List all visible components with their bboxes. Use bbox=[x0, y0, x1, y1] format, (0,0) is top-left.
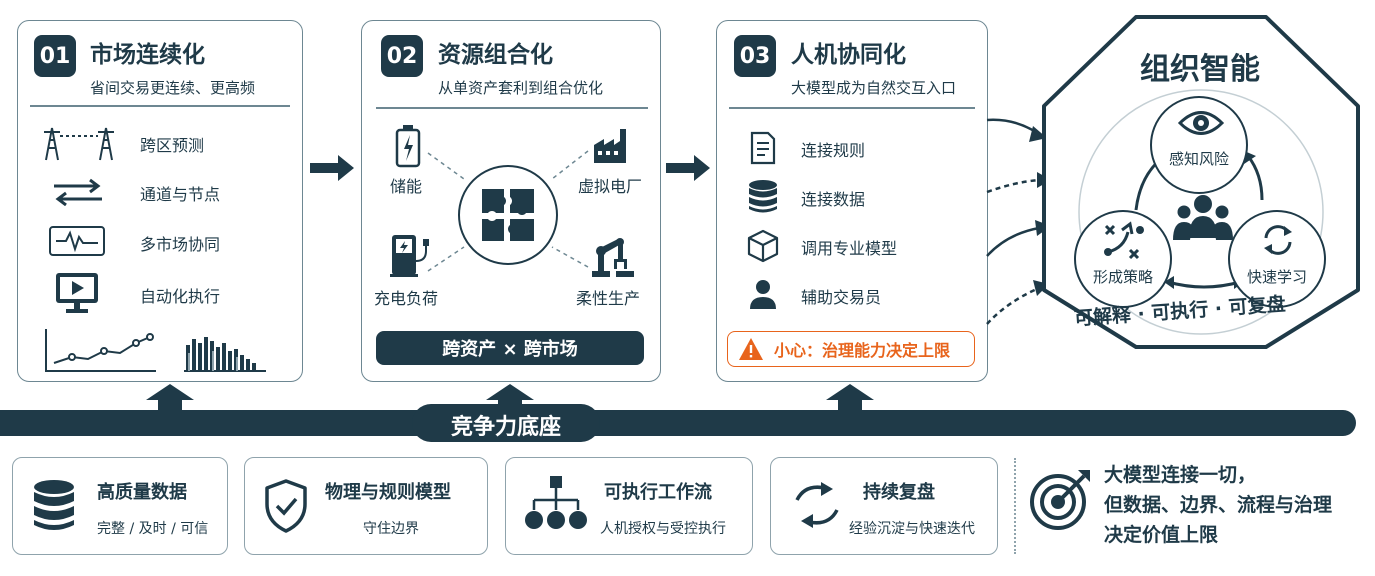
card-subtitle: 省间交易更连续、更高频 bbox=[90, 79, 256, 97]
item-label: 调用专业模型 bbox=[801, 239, 898, 258]
database-icon bbox=[34, 480, 74, 530]
play-monitor-icon bbox=[56, 273, 98, 313]
node-label: 形成策略 bbox=[1092, 268, 1153, 286]
team-icon bbox=[1173, 195, 1233, 240]
person-icon bbox=[750, 280, 776, 309]
bar-histogram-icon bbox=[184, 337, 266, 372]
flow-arrow-icon bbox=[310, 155, 354, 181]
bottom-card-subtitle: 经验沉淀与快速迭代 bbox=[849, 521, 975, 537]
puzzle-icon bbox=[482, 189, 534, 241]
shield-check-icon bbox=[265, 479, 307, 533]
charger-icon bbox=[390, 235, 429, 277]
card-title: 资源组合化 bbox=[438, 42, 553, 68]
item-label: 连接规则 bbox=[801, 141, 866, 160]
card-resource-portfolio: 02 资源组合化 从单资产套利到组合优化 储能 虚拟电厂 bbox=[361, 20, 661, 382]
card-number: 01 bbox=[34, 35, 76, 77]
eye-icon bbox=[1178, 111, 1224, 135]
item-label: 多市场协同 bbox=[140, 235, 221, 254]
factory-icon bbox=[594, 129, 626, 163]
vertical-divider bbox=[1014, 458, 1016, 554]
refresh-icon bbox=[1264, 225, 1292, 255]
conclusion-text: 大模型连接一切， 但数据、边界、流程与治理 决定价值上限 bbox=[1104, 460, 1332, 550]
puzzle-hub bbox=[458, 165, 558, 265]
node-perceive-risk: 感知风险 bbox=[1150, 96, 1248, 194]
card-number: 03 bbox=[734, 35, 776, 77]
item-label: 跨区预测 bbox=[140, 136, 205, 155]
bottom-card-title: 持续复盘 bbox=[863, 482, 935, 503]
card-title: 人机协同化 bbox=[791, 42, 906, 68]
bottom-card-physical-rules: 物理与规则模型 守住边界 bbox=[244, 457, 488, 555]
item-label: 充电负荷 bbox=[374, 289, 439, 308]
card-subtitle: 从单资产套利到组合优化 bbox=[438, 79, 604, 97]
target-icon bbox=[1030, 470, 1090, 530]
item-label: 通道与节点 bbox=[140, 185, 221, 204]
divider bbox=[30, 105, 290, 107]
line-trend-icon bbox=[45, 329, 156, 372]
node-label: 感知风险 bbox=[1168, 150, 1229, 168]
bottom-card-title: 物理与规则模型 bbox=[325, 482, 451, 503]
governance-warning: 小心：治理能力决定上限 bbox=[727, 331, 975, 367]
node-label: 快速学习 bbox=[1246, 268, 1307, 286]
card-human-machine: 03 人机协同化 大模型成为自然交互入口 连接规则 连接数据 调用专业模型 辅助… bbox=[716, 20, 988, 382]
divider bbox=[729, 107, 975, 109]
database-icon bbox=[749, 180, 777, 213]
bottom-card-subtitle: 完整 / 及时 / 可信 bbox=[97, 521, 209, 537]
warning-text: 小心：治理能力决定上限 bbox=[774, 341, 951, 360]
item-label: 储能 bbox=[390, 177, 423, 196]
org-title: 组织智能 bbox=[1140, 52, 1260, 87]
cycle-arrows-icon bbox=[795, 482, 839, 528]
bottom-card-title: 高质量数据 bbox=[97, 482, 187, 503]
exchange-arrows-icon bbox=[54, 178, 102, 206]
card-number: 02 bbox=[381, 35, 423, 77]
robot-arm-icon bbox=[592, 238, 634, 277]
strategy-icon bbox=[1104, 221, 1144, 260]
bottom-card-title: 可执行工作流 bbox=[604, 482, 712, 503]
banner-text: 跨资产 × 跨市场 bbox=[442, 339, 578, 360]
bottom-card-subtitle: 人机授权与受控执行 bbox=[600, 521, 726, 537]
cube-icon bbox=[747, 229, 779, 263]
card-title: 市场连续化 bbox=[90, 42, 205, 68]
cross-asset-banner: 跨资产 × 跨市场 bbox=[376, 331, 644, 365]
signal-waveform-icon bbox=[49, 226, 105, 256]
flow-arrow-icon bbox=[666, 155, 710, 181]
transmission-tower-icon bbox=[44, 127, 114, 161]
foundation-band bbox=[0, 410, 1356, 436]
foundation-label: 竞争力底座 bbox=[450, 415, 561, 440]
connector-lines bbox=[427, 150, 589, 272]
bottom-card-workflow: 可执行工作流 人机授权与受控执行 bbox=[505, 457, 753, 555]
divider bbox=[376, 107, 648, 109]
bottom-card-subtitle: 守住边界 bbox=[363, 521, 419, 537]
warning-icon bbox=[739, 338, 763, 360]
item-label: 辅助交易员 bbox=[801, 288, 882, 307]
item-label: 连接数据 bbox=[801, 190, 866, 209]
workflow-tree-icon bbox=[525, 476, 587, 529]
document-icon bbox=[750, 131, 776, 165]
item-label: 虚拟电厂 bbox=[578, 177, 643, 196]
node-form-strategy: 形成策略 bbox=[1074, 210, 1172, 308]
item-label: 自动化执行 bbox=[140, 287, 221, 306]
bottom-card-quality-data: 高质量数据 完整 / 及时 / 可信 bbox=[12, 457, 228, 555]
bottom-card-continuous-review: 持续复盘 经验沉淀与快速迭代 bbox=[770, 457, 998, 555]
card-subtitle: 大模型成为自然交互入口 bbox=[791, 79, 957, 97]
org-arrows bbox=[986, 118, 1051, 325]
battery-icon bbox=[395, 125, 421, 168]
conclusion-line: 但数据、边界、流程与治理 bbox=[1104, 494, 1333, 516]
card-market-continuity: 01 市场连续化 省间交易更连续、更高频 跨区预测 通道与节点 多市场协同 自动… bbox=[17, 20, 303, 382]
conclusion-line: 决定价值上限 bbox=[1104, 524, 1219, 546]
conclusion-line: 大模型连接一切， bbox=[1104, 464, 1257, 486]
node-fast-learning: 快速学习 bbox=[1228, 210, 1326, 308]
item-label: 柔性生产 bbox=[576, 289, 641, 308]
foundation-label-bg bbox=[412, 404, 600, 442]
